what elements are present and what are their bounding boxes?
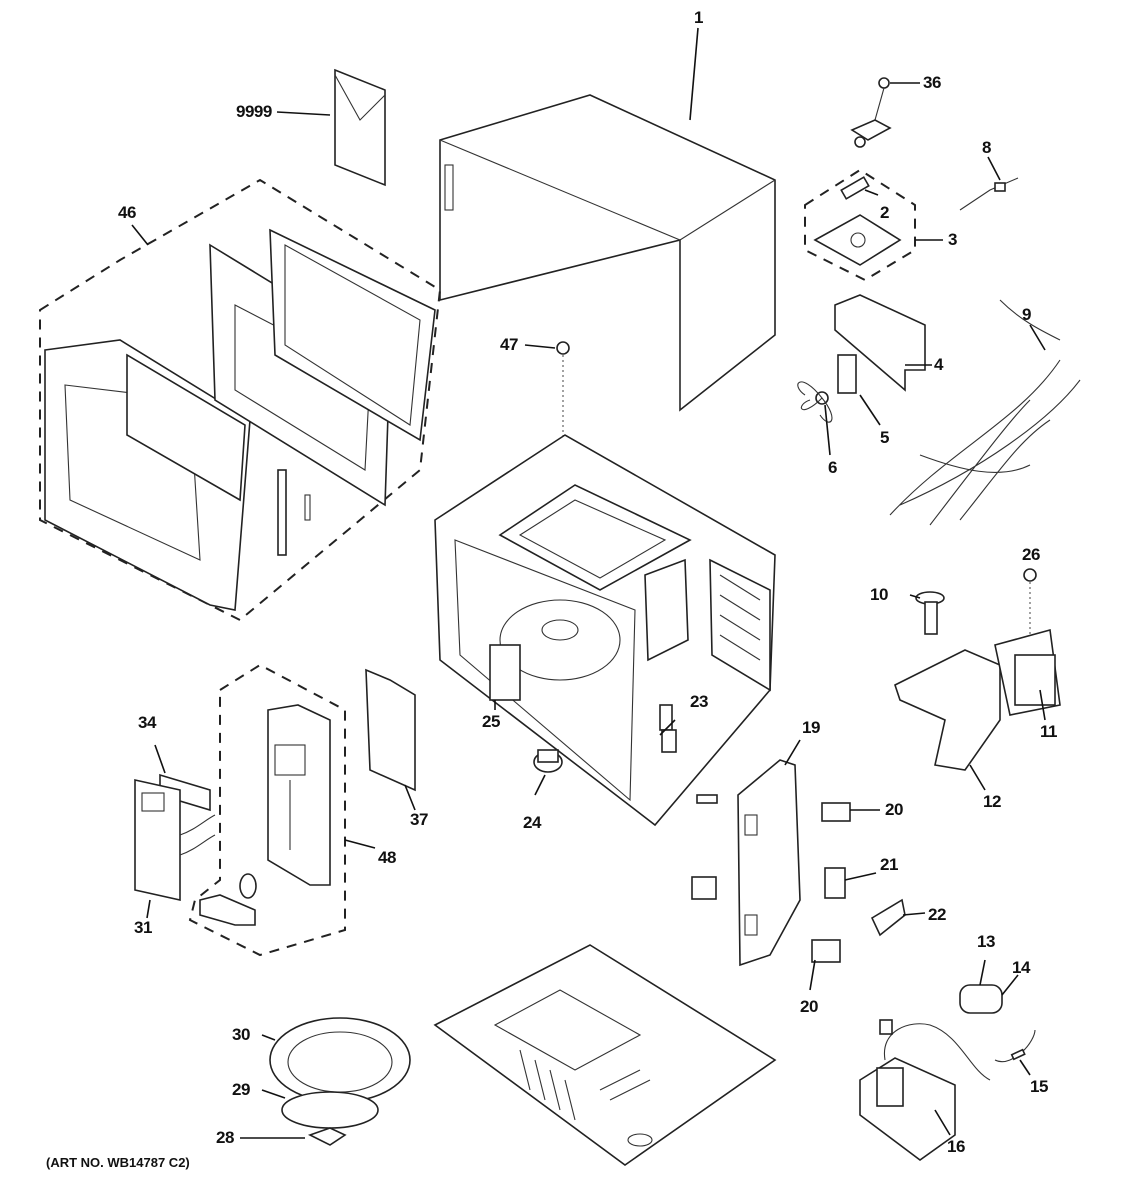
callout-20-lower: 20: [800, 997, 818, 1016]
callout-1: 1: [694, 8, 703, 27]
part-30-glass-tray: [269, 1017, 411, 1103]
callout-5: 5: [880, 428, 889, 447]
callout-46: 46: [118, 203, 136, 222]
callout-48: 48: [378, 848, 396, 867]
callout-37: 37: [410, 810, 428, 829]
part-6-fan-blade: [797, 381, 833, 423]
part-36-sensor: [850, 77, 892, 148]
base-plate: [433, 944, 777, 1166]
callout-24: 24: [523, 813, 541, 832]
callout-8: 8: [982, 138, 991, 157]
part-24-turntable-motor: [533, 749, 563, 773]
part-21-switch: [824, 867, 846, 899]
cavity-assembly: [434, 434, 776, 827]
part-26-thermostat: [1023, 568, 1037, 640]
callout-10: 10: [870, 585, 888, 604]
part-15-diode: [994, 1029, 1036, 1063]
part-1-outer-case: [439, 94, 776, 412]
part-16-transformer: [859, 1019, 991, 1161]
part-4-fan-bracket: [834, 294, 926, 392]
part-12-air-guide: [894, 649, 1001, 771]
part-28-coupler: [307, 1127, 347, 1146]
callout-31: 31: [134, 918, 152, 937]
part-29-roller-ring: [281, 1091, 379, 1129]
callout-11: 11: [1040, 722, 1057, 741]
callout-9: 9: [1022, 305, 1031, 324]
callout-34: 34: [138, 713, 156, 732]
part-31-membrane: [134, 779, 216, 901]
callout-26: 26: [1022, 545, 1040, 564]
callout-13: 13: [977, 932, 995, 951]
part-5-fan-motor: [837, 354, 857, 394]
part-48-control-panel-assembly: [188, 663, 346, 957]
part-3-control-board: [804, 168, 916, 282]
callout-19: 19: [802, 718, 820, 737]
callout-22: 22: [928, 905, 946, 924]
callout-12: 12: [983, 792, 1001, 811]
callout-28: 28: [216, 1128, 234, 1147]
part-22-lever: [870, 898, 906, 937]
part-13-capacitor: [959, 984, 1003, 1014]
callout-6: 6: [828, 458, 837, 477]
callout-4: 4: [934, 355, 943, 374]
leader-lines: [131, 27, 1046, 1139]
callout-29: 29: [232, 1080, 250, 1099]
callout-15: 15: [1030, 1077, 1048, 1096]
callout-23: 23: [690, 692, 708, 711]
callout-47: 47: [500, 335, 518, 354]
callout-30: 30: [232, 1025, 250, 1044]
part-8-cord: [959, 177, 1019, 211]
part-46-door-assembly: [39, 178, 442, 622]
part-37-pcb: [365, 668, 416, 792]
callout-16: 16: [947, 1137, 965, 1156]
callout-21: 21: [880, 855, 898, 874]
callout-25: 25: [482, 712, 500, 731]
part-20-switch-upper: [821, 802, 851, 822]
callout-2: 2: [880, 203, 889, 222]
part-10-lamp: [915, 591, 945, 635]
art-number: (ART NO. WB14787 C2): [46, 1155, 190, 1170]
part-19-latch-board: [691, 759, 801, 967]
part-9999-manual: [334, 68, 386, 187]
part-11-magnetron: [994, 628, 1061, 716]
callout-20-upper: 20: [885, 800, 903, 819]
callout-3: 3: [948, 230, 957, 249]
part-20-switch-lower: [811, 939, 841, 963]
callout-14: 14: [1012, 958, 1030, 977]
part-9-wire-harness: [889, 299, 1081, 526]
part-23-latch: [661, 729, 677, 753]
callout-9999: 9999: [236, 102, 272, 121]
callout-36: 36: [923, 73, 941, 92]
